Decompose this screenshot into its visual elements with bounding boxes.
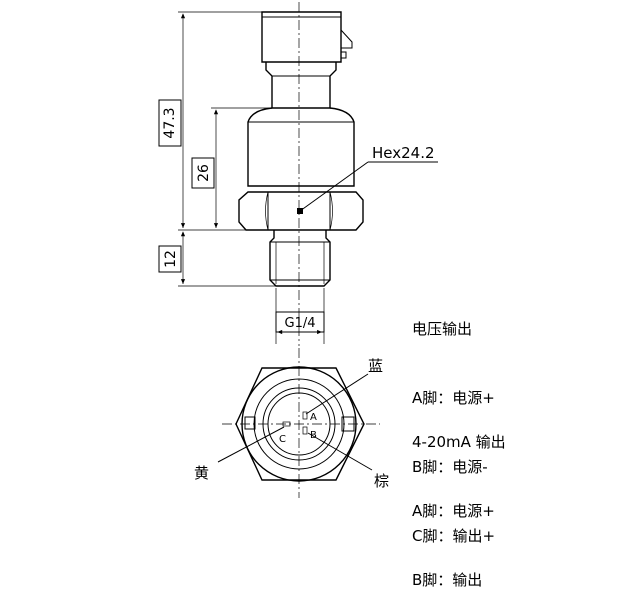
- current-output-title: 4-20mA 输出: [412, 433, 506, 451]
- wire-color-brown: 棕: [374, 472, 389, 490]
- voltage-output-title: 电压输出: [412, 320, 473, 338]
- dim-thread-spec: G1/4: [285, 316, 316, 331]
- neck: [265, 62, 337, 109]
- technical-drawing-svg: 47.3 26 12 G1/4 Hex24.2: [158, 2, 438, 498]
- hex-outline: [235, 367, 365, 481]
- connector-end-view: A B C 蓝 黄 棕: [194, 348, 389, 498]
- side-view: 47.3 26 12 G1/4 Hex24.2: [158, 2, 438, 346]
- housing-body: [247, 107, 355, 187]
- sensor-drawing: 47.3 26 12 G1/4 Hex24.2: [158, 2, 506, 589]
- wire-color-blue: 蓝: [368, 357, 383, 375]
- hex-nut: [238, 191, 364, 231]
- hex-size-label: Hex24.2: [372, 144, 435, 162]
- pin-label-a: A: [310, 412, 317, 423]
- wire-color-yellow: 黄: [194, 464, 209, 482]
- pin-a: [302, 411, 308, 420]
- current-output-legend: 4-20mA 输出 A脚：电源+ B脚：输出: [412, 385, 506, 615]
- connector-head: [261, 11, 353, 63]
- pin-label-c: C: [279, 434, 286, 445]
- current-pin-a: A脚：电源+: [412, 502, 495, 520]
- voltage-pin-b: B脚：电源-: [412, 458, 488, 476]
- thread-section: [269, 230, 331, 287]
- pin-label-b: B: [310, 430, 317, 441]
- pin-c: [282, 421, 291, 427]
- voltage-pin-a: A脚：电源+: [412, 389, 495, 407]
- dim-total-height: 47.3: [162, 107, 178, 138]
- dim-body-height: 26: [196, 164, 212, 182]
- current-pin-b: B脚：输出: [412, 571, 483, 589]
- dim-thread-height: 12: [163, 250, 179, 268]
- pin-b: [302, 426, 308, 435]
